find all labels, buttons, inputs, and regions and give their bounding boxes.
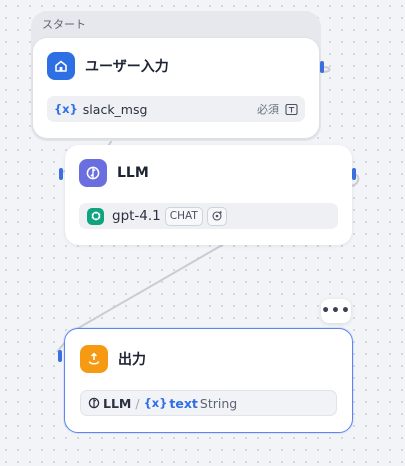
output-variable-type: String [199, 395, 238, 411]
llm-source-icon [88, 397, 100, 409]
output-source-node: LLM [103, 395, 132, 411]
user-input-out-handle[interactable] [320, 61, 324, 73]
start-group-label: スタート [42, 18, 86, 31]
llm-mode-badge: CHAT [164, 206, 203, 226]
variable-icon: {x} [54, 102, 78, 116]
llm-out-handle[interactable] [352, 168, 356, 180]
llm-model-row[interactable]: gpt-4.1 CHAT [79, 203, 338, 229]
variable-icon: {x} [143, 396, 168, 410]
llm-title: LLM [117, 165, 149, 181]
more-options-button[interactable]: ••• [321, 299, 351, 323]
output-reference-row[interactable]: LLM / {x} text String [80, 390, 337, 416]
llm-in-handle[interactable] [59, 168, 63, 180]
home-icon [47, 52, 75, 80]
user-input-title: ユーザー入力 [85, 59, 169, 75]
llm-brain-icon [79, 159, 107, 187]
output-path-separator: / [135, 395, 140, 411]
openai-icon [87, 207, 104, 225]
llm-node[interactable]: LLM gpt-4.1 CHAT [65, 145, 352, 245]
user-input-node[interactable]: ユーザー入力 {x} slack_msg 必須 [33, 38, 319, 138]
required-label: 必須 [257, 103, 279, 116]
output-variable-name: text [169, 395, 198, 411]
output-node[interactable]: 出力 LLM / {x} text String [64, 328, 353, 433]
llm-model-name: gpt-4.1 [112, 208, 161, 224]
text-input-icon [285, 103, 298, 116]
output-icon [80, 345, 108, 373]
model-settings-icon[interactable] [206, 206, 227, 226]
input-variable-name: slack_msg [82, 101, 148, 117]
output-title: 出力 [118, 352, 146, 368]
input-variable-row[interactable]: {x} slack_msg 必須 [47, 96, 305, 122]
output-in-handle[interactable] [58, 350, 62, 362]
